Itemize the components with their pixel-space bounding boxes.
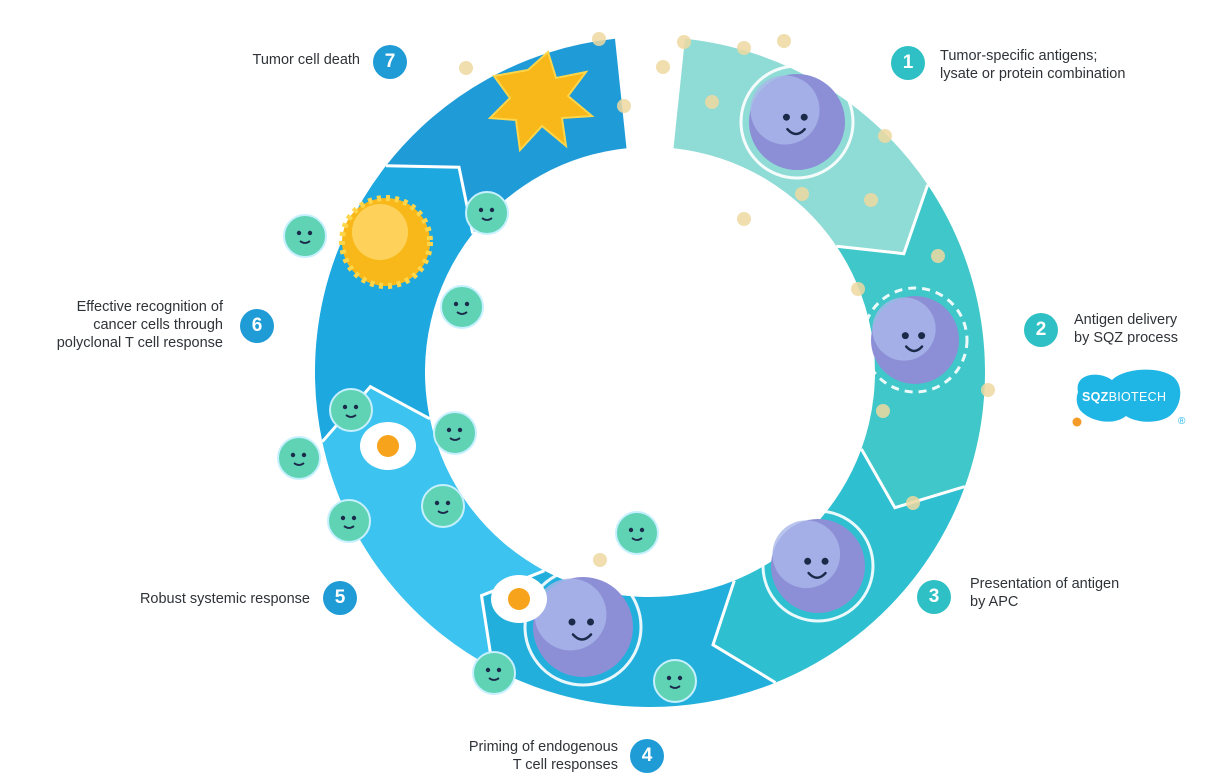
step-7-line-1: Tumor cell death	[160, 51, 360, 69]
t-cell-8	[422, 485, 464, 527]
logo-dot-icon	[1073, 418, 1082, 427]
t-cell-1	[284, 215, 326, 257]
logo-registered-mark: ®	[1178, 416, 1185, 427]
antigen-dot	[931, 249, 945, 263]
t-cell-6	[278, 437, 320, 479]
step-6-line-2: cancer cells through	[2, 316, 223, 334]
antigen-dot	[737, 41, 751, 55]
step-1-label: Tumor-specific antigens; lysate or prote…	[940, 47, 1125, 83]
step-3-label: Presentation of antigen by APC	[970, 575, 1119, 611]
step-4-line-2: T cell responses	[380, 756, 618, 774]
step-2-line-2: by SQZ process	[1074, 329, 1178, 347]
t-cell-11	[654, 660, 696, 702]
step-5-label: Robust systemic response	[60, 590, 310, 608]
antigen-dot	[795, 187, 809, 201]
step-2-badge: 2	[1024, 313, 1058, 347]
antigen-dot	[878, 129, 892, 143]
antigen-dot	[906, 496, 920, 510]
step-4-line-1: Priming of endogenous	[380, 738, 618, 756]
step-3-line-2: by APC	[970, 593, 1119, 611]
apc-cell-3	[763, 511, 873, 621]
antigen-cell-1	[741, 66, 853, 178]
step-7-badge: 7	[373, 45, 407, 79]
antigen-dot	[851, 282, 865, 296]
t-cell-9	[616, 512, 658, 554]
step-3-badge: 3	[917, 580, 951, 614]
sqz-biotech-logo: SQZBIOTECH ®	[1068, 364, 1198, 434]
t-cell-10	[473, 652, 515, 694]
antigen-dot	[737, 212, 751, 226]
step-4-badge: 4	[630, 739, 664, 773]
speech-bubble-5	[360, 422, 416, 470]
antigen-dot	[656, 60, 670, 74]
t-cell-4	[330, 389, 372, 431]
t-cell-2	[466, 192, 508, 234]
antigen-dot	[876, 404, 890, 418]
step-2-line-1: Antigen delivery	[1074, 311, 1178, 329]
step-6-badge: 6	[240, 309, 274, 343]
antigen-dot	[593, 553, 607, 567]
step-4-label: Priming of endogenous T cell responses	[380, 738, 618, 774]
antigen-dot	[677, 35, 691, 49]
logo-wordmark-thin: BIOTECH	[1109, 390, 1167, 404]
antigen-dot	[777, 34, 791, 48]
step-1-line-1: Tumor-specific antigens;	[940, 47, 1125, 65]
step-1-line-2: lysate or protein combination	[940, 65, 1125, 83]
step-5-line-1: Robust systemic response	[60, 590, 310, 608]
step-5-badge: 5	[323, 581, 357, 615]
antigen-dot	[617, 99, 631, 113]
step-6-line-1: Effective recognition of	[2, 298, 223, 316]
speech-bubble-4	[491, 575, 547, 623]
t-cell-3	[441, 286, 483, 328]
step-3-line-1: Presentation of antigen	[970, 575, 1119, 593]
t-cell-7	[328, 500, 370, 542]
step-6-line-3: polyclonal T cell response	[2, 334, 223, 352]
antigen-dot	[705, 95, 719, 109]
antigen-dot	[459, 61, 473, 75]
logo-wordmark: SQZBIOTECH	[1082, 390, 1166, 404]
t-cell-5	[434, 412, 476, 454]
step-2-label: Antigen delivery by SQZ process	[1074, 311, 1178, 347]
logo-wordmark-bold: SQZ	[1082, 390, 1109, 404]
antigen-dot	[592, 32, 606, 46]
step-1-badge: 1	[891, 46, 925, 80]
antigen-dot	[981, 383, 995, 397]
step-7-label: Tumor cell death	[160, 51, 360, 69]
tumor-cell-icon	[342, 198, 430, 286]
antigen-dot	[864, 193, 878, 207]
step-6-label: Effective recognition of cancer cells th…	[2, 298, 223, 352]
